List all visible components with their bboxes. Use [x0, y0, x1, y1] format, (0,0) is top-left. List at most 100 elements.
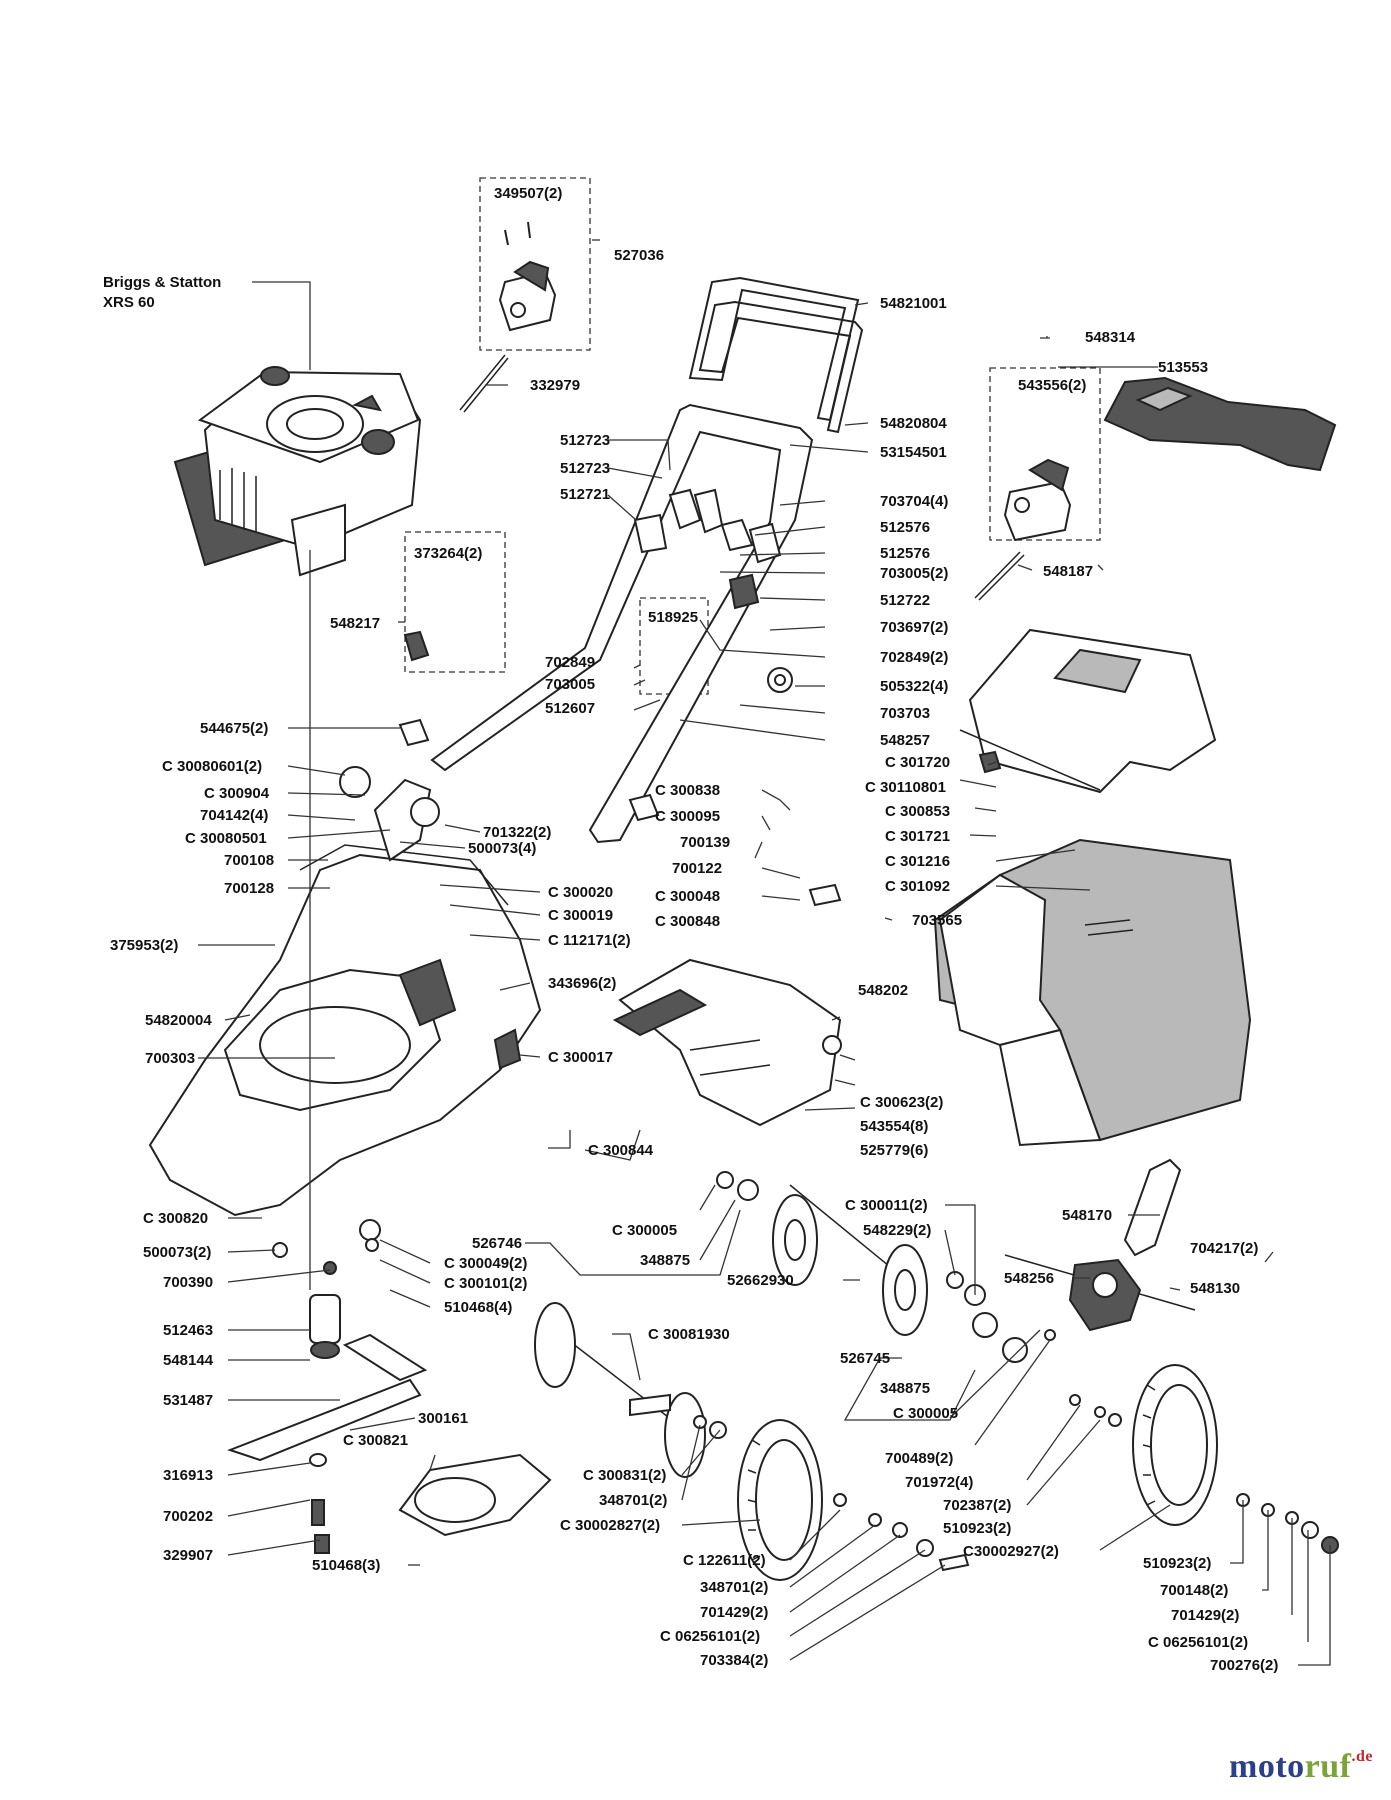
part-label: 548130 — [1190, 1280, 1240, 1297]
part-label: 544675(2) — [200, 720, 268, 737]
part-label: 702387(2) — [943, 1497, 1011, 1514]
part-label: C 300020 — [548, 884, 613, 901]
part-label: C 30080601(2) — [162, 758, 262, 775]
engine — [173, 366, 422, 577]
part-label: 54820004 — [145, 1012, 212, 1029]
part-label: 548170 — [1062, 1207, 1112, 1224]
small-hardware — [272, 1171, 1339, 1572]
watermark-word-a: moto — [1229, 1748, 1305, 1785]
part-label: 525779(6) — [860, 1142, 928, 1159]
part-label: 512607 — [545, 700, 595, 717]
part-label: C 300019 — [548, 907, 613, 924]
part-label: C 300904 — [204, 785, 270, 802]
part-label: C 301720 — [885, 754, 950, 771]
part-label: 701322(2) — [483, 824, 551, 841]
part-label: 348701(2) — [700, 1579, 768, 1596]
part-label: 531487 — [163, 1392, 213, 1409]
throttle-kit-box-527036 — [479, 177, 591, 351]
part-label: 703565 — [912, 912, 962, 929]
part-label: 700122 — [672, 860, 722, 877]
rear-axle-52662930 — [772, 1184, 928, 1336]
engine-label-line2: XRS 60 — [103, 294, 155, 311]
mower-deck-54820004 — [148, 844, 542, 1217]
part-label: 543556(2) — [1018, 377, 1086, 394]
throttle-lever-527036 — [459, 221, 557, 413]
part-label: 702849 — [545, 654, 595, 671]
part-label: 316913 — [163, 1467, 213, 1484]
catcher-lid — [959, 628, 1217, 794]
part-label: 548202 — [858, 982, 908, 999]
part-label: 512576 — [880, 545, 930, 562]
part-label: 512463 — [163, 1322, 213, 1339]
part-label: 510468(4) — [444, 1299, 512, 1316]
part-label: 52662930 — [727, 1272, 794, 1289]
part-label: 54821001 — [880, 295, 947, 312]
engine-label-line1: Briggs & Statton — [103, 274, 221, 291]
part-label: C 30080501 — [185, 830, 267, 847]
part-label: 510923(2) — [943, 1520, 1011, 1537]
part-label: C 300848 — [655, 913, 720, 930]
part-label: 527036 — [614, 247, 664, 264]
part-label: 510923(2) — [1143, 1555, 1211, 1572]
part-label: 700148(2) — [1160, 1582, 1228, 1599]
part-labels: Briggs & Statton XRS 60 349507(2) 527036… — [103, 185, 1278, 1674]
kit-box-548217 — [404, 531, 506, 673]
part-label: 548229(2) — [863, 1222, 931, 1239]
part-label: 703005(2) — [880, 565, 948, 582]
part-label: 348701(2) — [599, 1492, 667, 1509]
part-label: C 300011(2) — [845, 1197, 928, 1214]
part-label: 548257 — [880, 732, 930, 749]
part-label: 701972(4) — [905, 1474, 973, 1491]
part-label: C 301721 — [885, 828, 950, 845]
part-label: 703704(4) — [880, 493, 948, 510]
gearbox-548130 — [1004, 1254, 1196, 1332]
part-label: C 30110801 — [865, 779, 946, 796]
rear-flap-548202 — [612, 958, 842, 1127]
part-label: 375953(2) — [110, 937, 178, 954]
part-label: 512723 — [560, 460, 610, 477]
part-label: 518925 — [648, 609, 698, 626]
part-label: 54820804 — [880, 415, 947, 432]
throttle-lever-548314 — [974, 458, 1072, 601]
part-label: C30002927(2) — [963, 1543, 1059, 1560]
chute-cover-513553 — [1103, 376, 1337, 472]
part-label: 700303 — [145, 1050, 195, 1067]
part-label: 548314 — [1085, 329, 1136, 346]
part-label: C 301216 — [885, 853, 950, 870]
rear-wheel — [1132, 1364, 1218, 1526]
watermark-word-b: ruf — [1304, 1748, 1352, 1785]
part-label: 348875 — [880, 1380, 930, 1397]
blade-parts — [227, 1294, 552, 1554]
part-label: 548187 — [1043, 563, 1093, 580]
part-label: 701429(2) — [700, 1604, 768, 1621]
part-label: 703697(2) — [880, 619, 948, 636]
part-label: 332979 — [530, 377, 580, 394]
part-label: C 300821 — [343, 1432, 408, 1449]
part-label: 505322(4) — [880, 678, 948, 695]
part-label: 700489(2) — [885, 1450, 953, 1467]
part-label: C 06256101(2) — [660, 1628, 760, 1645]
part-label: 701429(2) — [1171, 1607, 1239, 1624]
part-label: C 300853 — [885, 803, 950, 820]
part-label: 500073(4) — [468, 840, 536, 857]
part-label: 500073(2) — [143, 1244, 211, 1261]
part-label: 548144 — [163, 1352, 214, 1369]
part-label: C 301092 — [885, 878, 950, 895]
part-label: 543554(8) — [860, 1118, 928, 1135]
leader-lines — [198, 239, 1331, 1666]
part-label: 513553 — [1158, 359, 1208, 376]
part-label: C 122611(2) — [683, 1552, 766, 1569]
throttle-kit-box-548314 — [989, 367, 1101, 541]
part-label: 300161 — [418, 1410, 468, 1427]
part-label: 512721 — [560, 486, 610, 503]
grass-catcher-bag — [933, 838, 1252, 1147]
part-label: 704217(2) — [1190, 1240, 1258, 1257]
part-label: C 300049(2) — [444, 1255, 527, 1272]
part-label: C 30081930 — [648, 1326, 730, 1343]
part-label: 53154501 — [880, 444, 947, 461]
site-watermark: motoruf.de — [1229, 1748, 1373, 1786]
part-label: C 300017 — [548, 1049, 613, 1066]
part-label: C 300623(2) — [860, 1094, 943, 1111]
part-label: 700139 — [680, 834, 730, 851]
